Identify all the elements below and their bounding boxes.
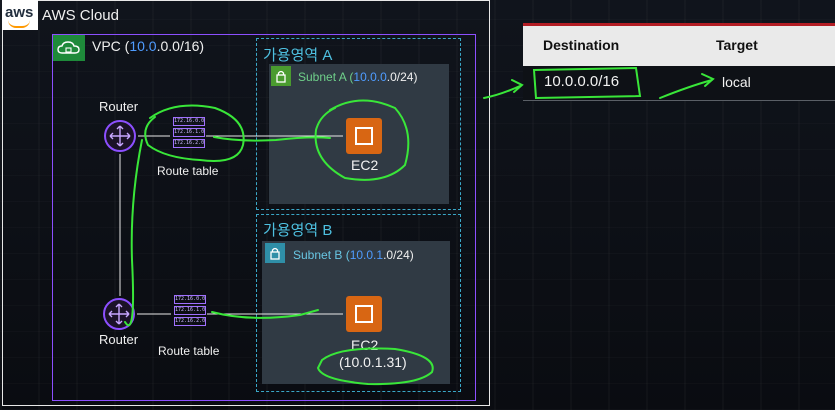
route-table-2-row: 172.16.0.0: [174, 295, 206, 304]
target-cell: local: [722, 74, 751, 90]
annotation-box-destination: [532, 66, 642, 100]
destination-header: Destination: [543, 37, 620, 53]
subnet-b-label: Subnet B (10.0.1.0/24): [293, 248, 414, 262]
target-header: Target: [716, 37, 758, 53]
annotation-circle-route-table: [144, 104, 245, 162]
aws-cloud-label: AWS Cloud: [42, 7, 119, 24]
annotation-circle-ec2-a: [314, 99, 410, 181]
annotation-arrow-table: [483, 79, 524, 99]
ec2-a-label: EC2: [351, 157, 379, 173]
route-table-2-icon: 172.16.0.0 172.16.1.0 172.16.2.0: [174, 295, 206, 328]
subnet-b-lock-icon: [265, 243, 285, 263]
availability-zone-a-frame: [256, 38, 461, 210]
route-table-accent-bar: [523, 23, 835, 26]
destination-cell: 10.0.0.0/16: [544, 73, 620, 90]
route-table-2-label: Route table: [158, 344, 220, 358]
route-table-1-icon: 172.16.0.0 172.16.1.0 172.16.2.0: [173, 117, 205, 150]
aws-logo-text: aws: [5, 4, 34, 21]
annotation-arrow-target: [659, 73, 715, 99]
route-table-2-row: 172.16.1.0: [174, 306, 206, 315]
availability-zone-b-label: 가용영역 B: [263, 222, 333, 239]
aws-smile-icon: [8, 20, 30, 28]
route-table-1-row: 172.16.1.0: [173, 128, 205, 137]
router-1-icon: [104, 120, 136, 152]
availability-zone-b-frame: [256, 214, 461, 392]
aws-cloud-frame: [2, 0, 490, 406]
vpc-label: VPC (10.0.0.0/16): [92, 38, 205, 54]
ec2-b-chip-icon: [346, 296, 382, 332]
availability-zone-a-label: 가용영역 A: [263, 47, 333, 64]
route-table-1-row: 172.16.2.0: [173, 139, 205, 148]
vpc-cloud-lock-icon: [53, 35, 85, 61]
router-2-label: Router: [99, 332, 139, 347]
subnet-a-label: Subnet A (10.0.0.0/24): [298, 70, 418, 84]
subnet-a-lock-icon: [271, 66, 291, 86]
ec2-a-chip-icon: [346, 118, 382, 154]
route-table-1-label: Route table: [157, 164, 219, 178]
route-table-2-row: 172.16.2.0: [174, 317, 206, 326]
route-table-1-row: 172.16.0.0: [173, 117, 205, 126]
annotation-circle-ip: [316, 347, 434, 386]
table-row-divider: [523, 100, 835, 101]
annotation-path-route: [124, 136, 331, 327]
route-table-header: [523, 26, 835, 66]
ec2-b-ip-address: (10.0.1.31): [339, 354, 407, 370]
vpc-frame: [52, 34, 476, 401]
router-1-label: Router: [99, 99, 139, 114]
